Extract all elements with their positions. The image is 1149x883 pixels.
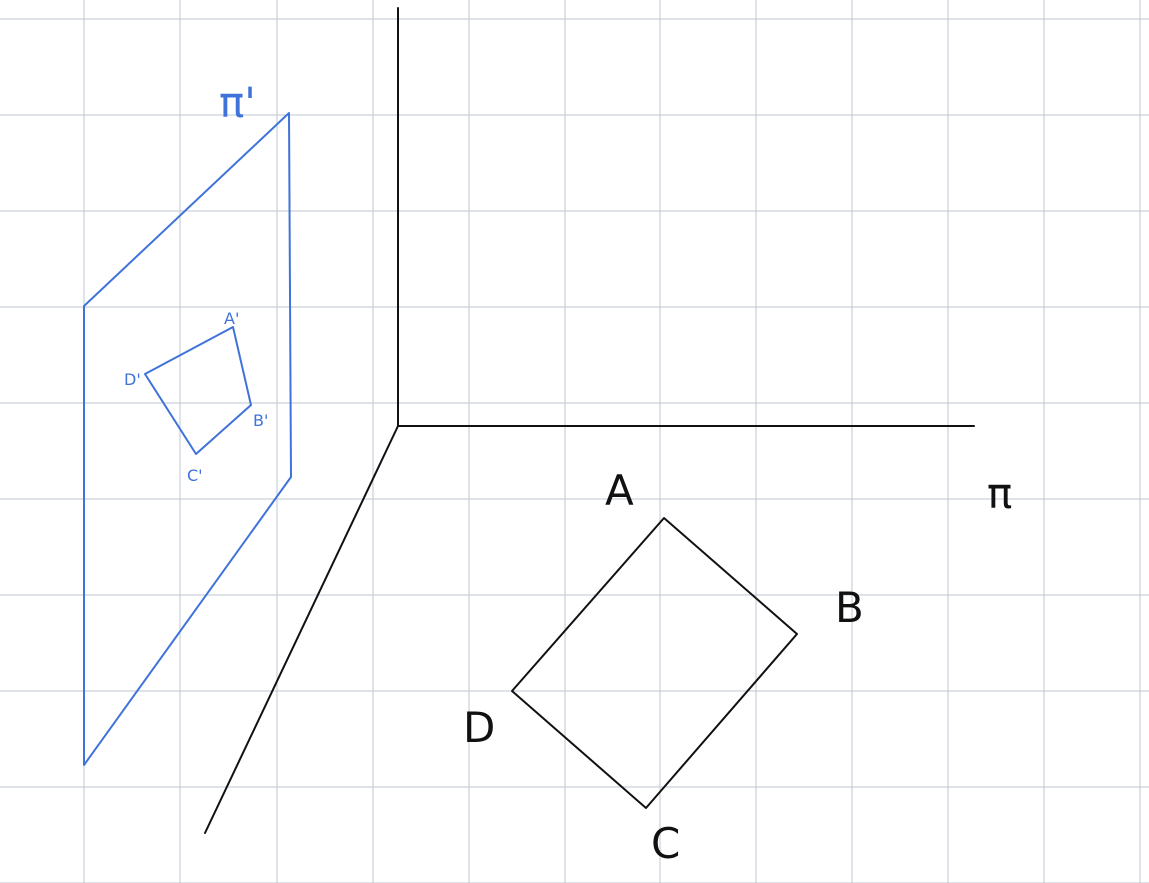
- plane-pi-label: π: [987, 469, 1012, 518]
- label-d-prime: D': [124, 370, 141, 389]
- coordinate-axes: [204, 7, 975, 834]
- label-b-prime: B': [253, 411, 268, 430]
- projection-plane-group: [83, 112, 292, 766]
- depth-axis: [204, 425, 399, 834]
- label-a: A: [605, 466, 634, 515]
- label-c-prime: C': [187, 466, 203, 485]
- black-labels: A B C D π: [463, 466, 1012, 868]
- label-b: B: [835, 583, 864, 632]
- label-d: D: [463, 703, 495, 752]
- projected-quadrilateral: [144, 326, 252, 455]
- label-c: C: [651, 819, 680, 868]
- projection-plane-pi-prime: [83, 112, 292, 766]
- original-quadrilateral: [511, 517, 798, 809]
- plane-pi-prime-label: π': [219, 78, 256, 127]
- blue-labels: π' A' B' C' D': [124, 78, 268, 485]
- label-a-prime: A': [224, 309, 239, 328]
